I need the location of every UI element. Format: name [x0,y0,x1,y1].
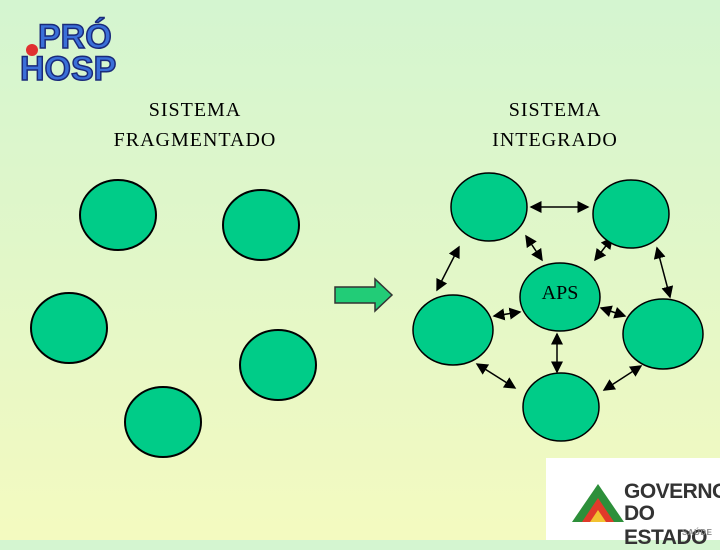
integrated-node [622,298,704,370]
connector-arrow [475,363,517,389]
connector-arrow [599,305,627,319]
pro-hosp-logo: PRÓ HOSP [19,17,117,86]
fragmented-node [124,386,202,458]
fragmented-node [79,179,157,251]
fragmented-node [239,329,317,401]
right-title-line1: SISTEMA [508,99,602,121]
connector-arrow [653,246,674,299]
governo-logo-line3: SAÚDE [682,528,713,537]
transition-arrow [334,277,394,313]
left-title-line2: FRAGMENTADO [113,129,277,151]
integrated-node [522,372,600,442]
fragmented-nodes [30,179,317,458]
integrated-node [412,294,494,366]
pro-hosp-logo-mark: PRÓ HOSP [19,17,117,86]
connector-arrow [492,307,522,321]
connector-arrow [602,365,643,391]
logo-line1: PRÓ [38,18,112,56]
integrated-node [592,179,670,249]
left-title-line1: SISTEMA [148,99,242,121]
connector-arrow [525,234,543,262]
governo-logo-line1: GOVERNO [624,480,720,503]
integrated-nodes [412,172,704,442]
right-title-line2: INTEGRADO [492,129,618,151]
aps-node [519,262,601,332]
right-title: SISTEMA INTEGRADO [455,95,655,155]
integrated-node [450,172,528,242]
fragmented-node [30,292,108,364]
left-title: SISTEMA FRAGMENTADO [90,95,300,155]
connector-arrow [436,245,460,292]
governo-logo-triangle-icon [572,484,624,522]
governo-logo-line2: DO ESTADO [624,502,707,549]
fragmented-node [222,189,300,261]
governo-logo: GOVERNO DO ESTADO SAÚDE [546,458,720,549]
logo-line2: HOSP [20,50,116,86]
aps-label: APS [541,282,579,304]
integrated-connectors [436,201,674,391]
